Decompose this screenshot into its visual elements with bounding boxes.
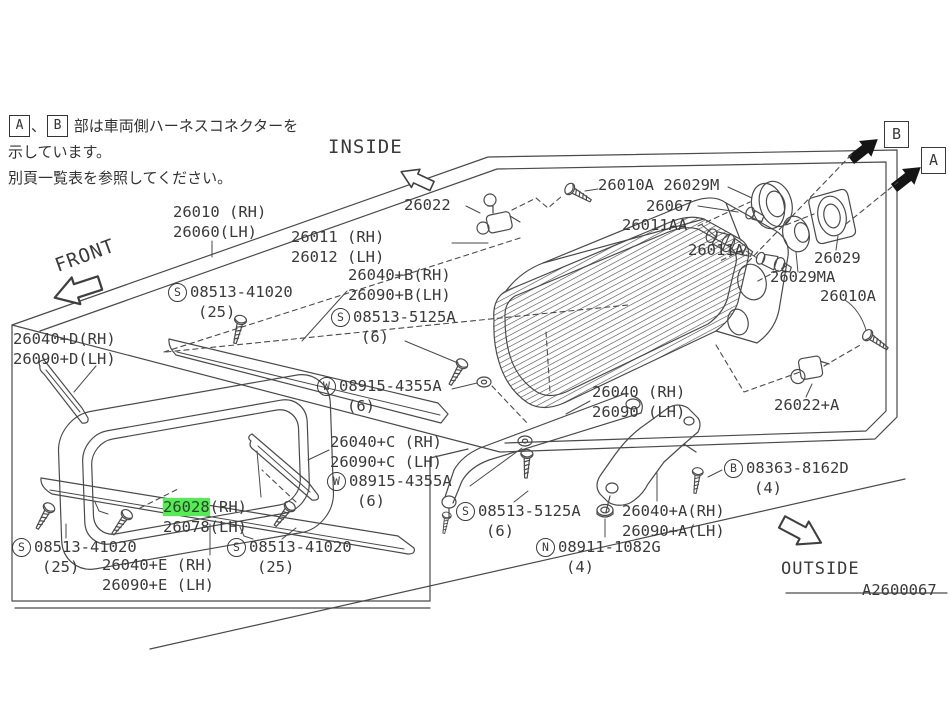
part-label-rim: 26028(RH)26078(LH) bbox=[163, 498, 247, 536]
actuator-26022a-drawing bbox=[790, 355, 830, 385]
strip-d-drawing bbox=[38, 359, 89, 424]
connector-box-a: A bbox=[921, 147, 946, 174]
circled-s-symbol: S bbox=[331, 308, 350, 327]
circled-s-symbol: S bbox=[168, 283, 187, 302]
circled-s-symbol: S bbox=[12, 538, 31, 557]
main-unit-frame bbox=[11, 149, 898, 453]
retaining-cap-26029m bbox=[750, 180, 793, 230]
strip-b-drawing bbox=[168, 338, 449, 424]
bulb-26067-drawing bbox=[745, 206, 765, 223]
bulb-26011a-drawing bbox=[755, 251, 792, 273]
part-label-cone-26029ma: 26029MA bbox=[770, 268, 836, 286]
part-label-bulb-26011a: 26011A bbox=[688, 241, 744, 259]
part-label-strip-c: 26040+C (RH)26090+C (LH) bbox=[330, 433, 442, 471]
bracket-26040a-drawing bbox=[596, 404, 701, 513]
part-label-leveling-actuator: 26022 bbox=[404, 196, 451, 214]
circled-s-symbol: S bbox=[456, 502, 475, 521]
outside-divider-line bbox=[149, 478, 906, 650]
inside-arrow-icon bbox=[396, 161, 438, 196]
part-label-screw-and-cap: 26010A 26029M bbox=[598, 176, 720, 194]
part-label-strip-e: 26040+E (RH)26090+E (LH) bbox=[102, 556, 214, 594]
circled-w-symbol: W bbox=[327, 472, 346, 491]
headlamp-lens-drawing bbox=[493, 197, 750, 409]
leveling-actuator-drawing bbox=[476, 193, 521, 235]
dashed-assembly-lines bbox=[139, 153, 899, 509]
bulb-socket-26011aa-drawing bbox=[705, 228, 754, 257]
label-leader-lines bbox=[65, 186, 867, 556]
cone-26029ma-drawing bbox=[782, 215, 810, 253]
bracket-26040-drawing bbox=[441, 393, 643, 519]
note-box-a: A bbox=[9, 115, 30, 137]
note-line-2: 示しています。 bbox=[8, 142, 112, 161]
connector-box-b: B bbox=[884, 121, 909, 148]
drawing-number: A2600067 bbox=[862, 581, 937, 599]
part-label-screw-26010a-right: 26010A bbox=[820, 287, 876, 305]
circled-w-symbol: W bbox=[317, 377, 336, 396]
part-label-bracket-26040: 26040 (RH)26090 (LH) bbox=[592, 383, 686, 421]
part-label-strip-b: 26040+B(RH)26090+B(LH) bbox=[348, 266, 451, 304]
note-box-b: B bbox=[47, 115, 69, 137]
direction-inside: INSIDE bbox=[328, 136, 403, 158]
headlamp-housing-back bbox=[715, 202, 789, 344]
harness-connector-note: A、B 部は車両側ハーネスコネクターを 示しています。 別頁一覧表を参照してくだ… bbox=[8, 114, 298, 191]
part-label-bulb-socket-26011aa: 26011AA bbox=[622, 216, 688, 234]
part-label-strip-d: 26040+D(RH)26090+D(LH) bbox=[13, 330, 116, 368]
outside-arrow-icon bbox=[774, 509, 829, 556]
part-label-lamp-assy: 26010 (RH)26060(LH) bbox=[173, 203, 267, 241]
note-line-3: 別頁一覧表を参照してください。 bbox=[8, 168, 233, 187]
part-label-bracket-26040a: 26040+A(RH)26090+A(LH) bbox=[622, 502, 725, 540]
strip-c-drawing bbox=[248, 433, 319, 501]
part-label-mount-ring-26029: 26029 bbox=[814, 249, 861, 267]
rim-frame bbox=[11, 324, 469, 609]
part-label-bulb-26067: 26067 bbox=[646, 197, 693, 215]
mount-ring-26029-drawing bbox=[808, 188, 857, 245]
note-line-1: A、B 部は車両側ハーネスコネクターを bbox=[8, 114, 298, 140]
part-label-lamp-housing: 26011 (RH)26012 (LH) bbox=[291, 228, 385, 266]
circled-s-symbol: S bbox=[227, 538, 246, 557]
part-label-actuator-26022a: 26022+A bbox=[774, 396, 840, 414]
strip-e-drawing bbox=[40, 477, 415, 555]
direction-outside: OUTSIDE bbox=[781, 559, 860, 579]
circled-n-symbol: N bbox=[536, 538, 555, 557]
circled-b-symbol: B bbox=[724, 459, 743, 478]
highlighted-part-number: 26028 bbox=[163, 498, 210, 516]
